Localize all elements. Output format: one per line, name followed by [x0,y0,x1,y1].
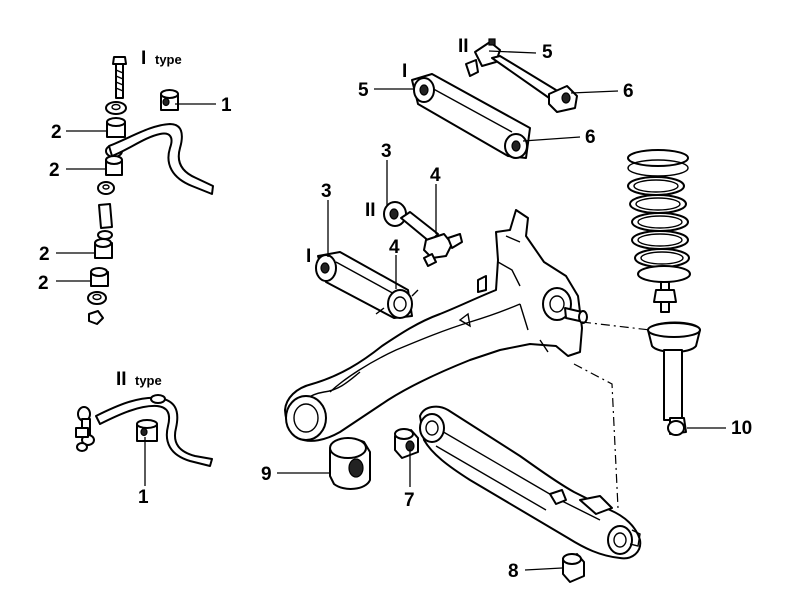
callout-stab1-cushion-d: 2 [38,273,49,294]
callout-stab1-cushion-c: 2 [39,244,50,265]
lower-arm-inner-bushing [394,428,419,459]
callout-upper-link-2-marker: II [458,36,469,57]
callout-trailing-link-1-front: 3 [321,181,332,202]
upper-link-type-2 [465,38,578,113]
stabilizer-cushion-stack [87,101,127,325]
stabilizer-type-2-word: type [135,373,162,388]
callout-arm-front-bushing: 9 [261,464,272,485]
callout-upper-link-2-inner: 5 [542,42,553,63]
lower-arm [419,405,642,560]
callout-trailing-link-2-marker: II [365,200,376,221]
shock-absorber [647,281,701,436]
stabilizer-bar-type-2 [95,394,213,467]
stabilizer-type-1-word: type [155,52,182,67]
callout-leader-lines [56,50,726,571]
callout-stab1-bushing: 1 [221,95,232,116]
callout-stab1-cushion-b: 2 [49,160,60,181]
callout-trailing-link-2-front: 3 [381,141,392,162]
callout-trailing-link-2-rear: 4 [430,165,441,186]
callout-upper-link-2-outer: 6 [623,81,634,102]
callout-stab2-bushing: 1 [138,487,149,508]
upper-link-type-1 [411,73,531,159]
stabilizer-bolt [112,56,127,99]
stabilizer-bar-type-1 [108,123,214,195]
trailing-link-type-1 [315,251,419,319]
callout-upper-link-1-outer: 6 [585,127,596,148]
callout-trailing-link-1-rear: 4 [389,237,400,258]
stabilizer-type-1-assembly [87,56,214,325]
lower-arm-outer-bushing [562,553,585,583]
callout-shock-lower-bushing: 10 [731,418,752,439]
callout-trailing-link-1-marker: I [306,246,311,267]
callout-lower-arm-inner-bushing: 7 [404,490,415,511]
stabilizer-type-2-assembly [75,394,213,467]
callout-labels: I type II type 1 2 2 2 2 1 5 I 6 II 5 6 … [38,36,752,582]
trailing-arm [284,209,588,442]
callout-upper-link-1-inner: 5 [358,80,369,101]
coil-spring [627,149,691,283]
trailing-link-type-2 [383,201,463,267]
stabilizer-link-type-2 [75,406,95,452]
callout-upper-link-1-marker: I [402,61,407,82]
stabilizer-type-2-roman: II [116,369,127,390]
trailing-arm-front-bushing [329,437,371,490]
callout-lower-arm-outer-bushing: 8 [508,561,519,582]
stabilizer-type-1-roman: I [141,48,146,69]
callout-stab1-cushion-a: 2 [51,122,62,143]
stabilizer-bushing-type-2 [136,419,158,442]
assembly-center-lines [573,321,651,509]
stabilizer-bushing-type-1 [160,89,179,111]
